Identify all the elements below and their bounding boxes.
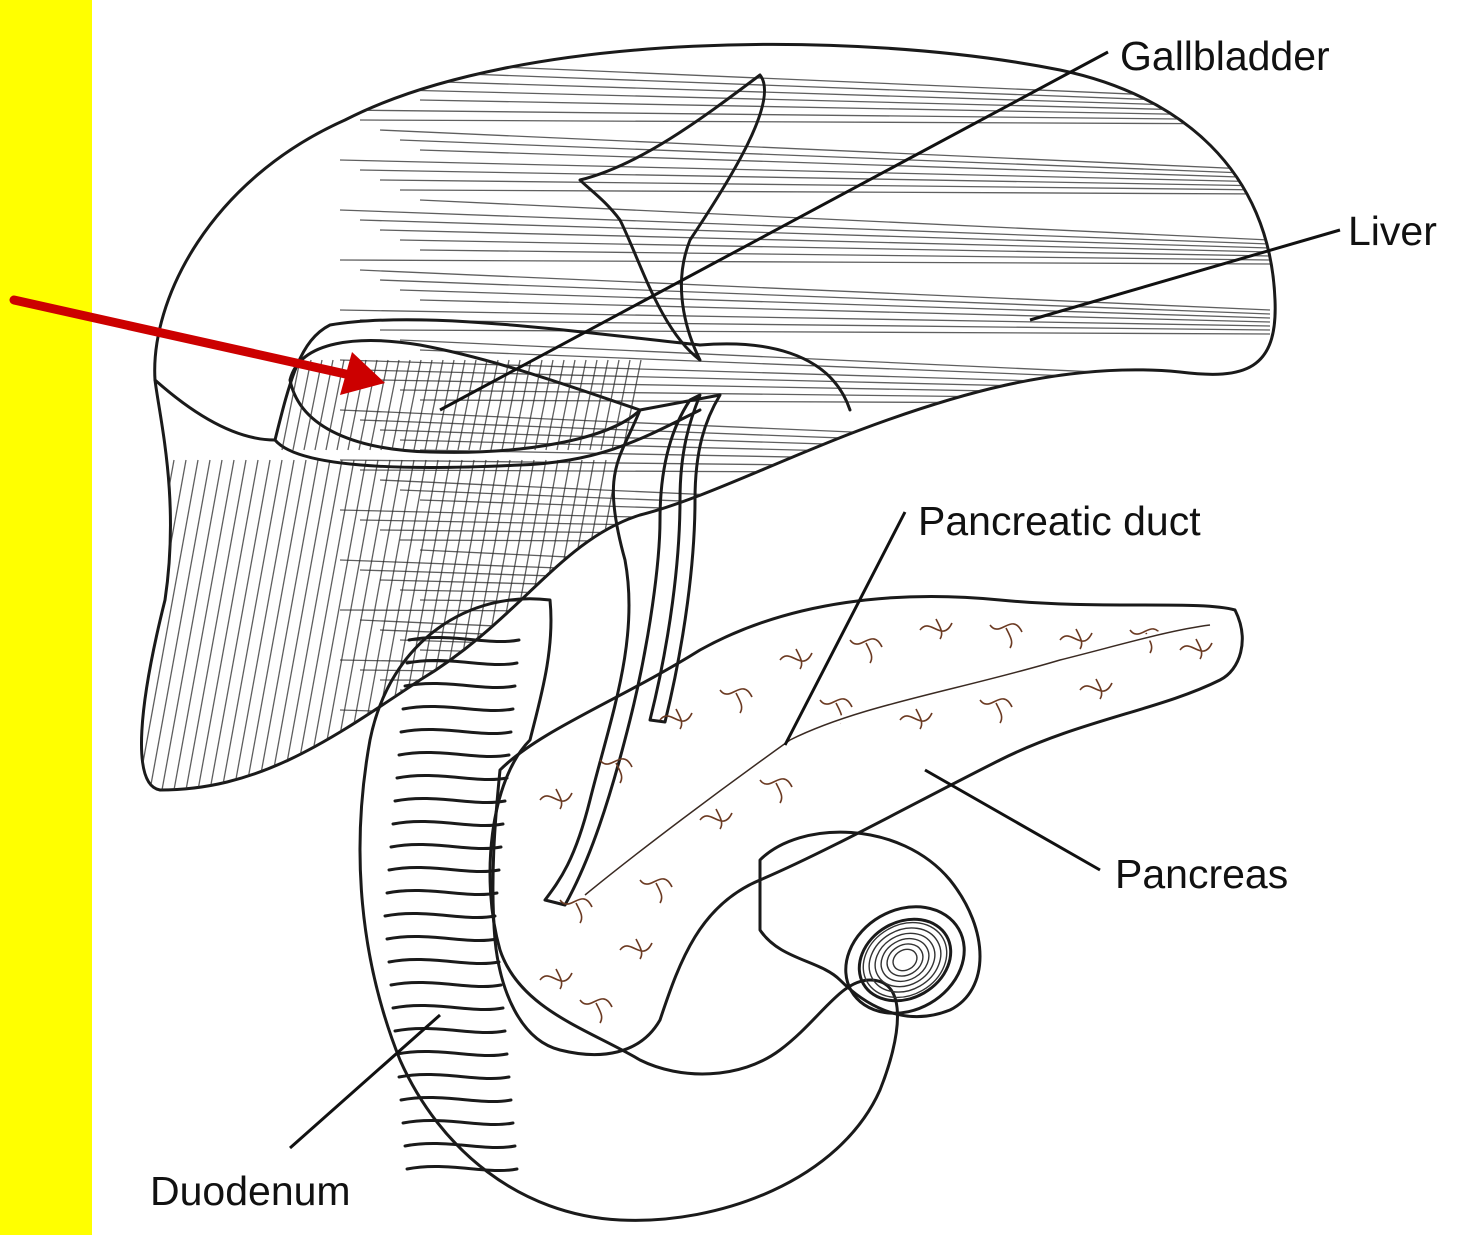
pancreas-leader-line [925, 770, 1100, 870]
liver-hatching [90, 60, 1270, 790]
label-gallbladder: Gallbladder [1120, 33, 1330, 79]
duodenum-leader-line [290, 1015, 440, 1148]
label-liver: Liver [1348, 208, 1437, 254]
label-duodenum: Duodenum [150, 1168, 351, 1214]
gallbladder-leader-line [440, 52, 1108, 410]
gallbladder-shape [282, 341, 641, 453]
label-pancreas: Pancreas [1115, 851, 1288, 897]
pancreas-shape [493, 597, 1242, 1055]
pancreatic-duct-leader-line [785, 512, 905, 745]
liver-shape [90, 44, 1275, 790]
label-pancreatic-duct: Pancreatic duct [918, 498, 1201, 544]
